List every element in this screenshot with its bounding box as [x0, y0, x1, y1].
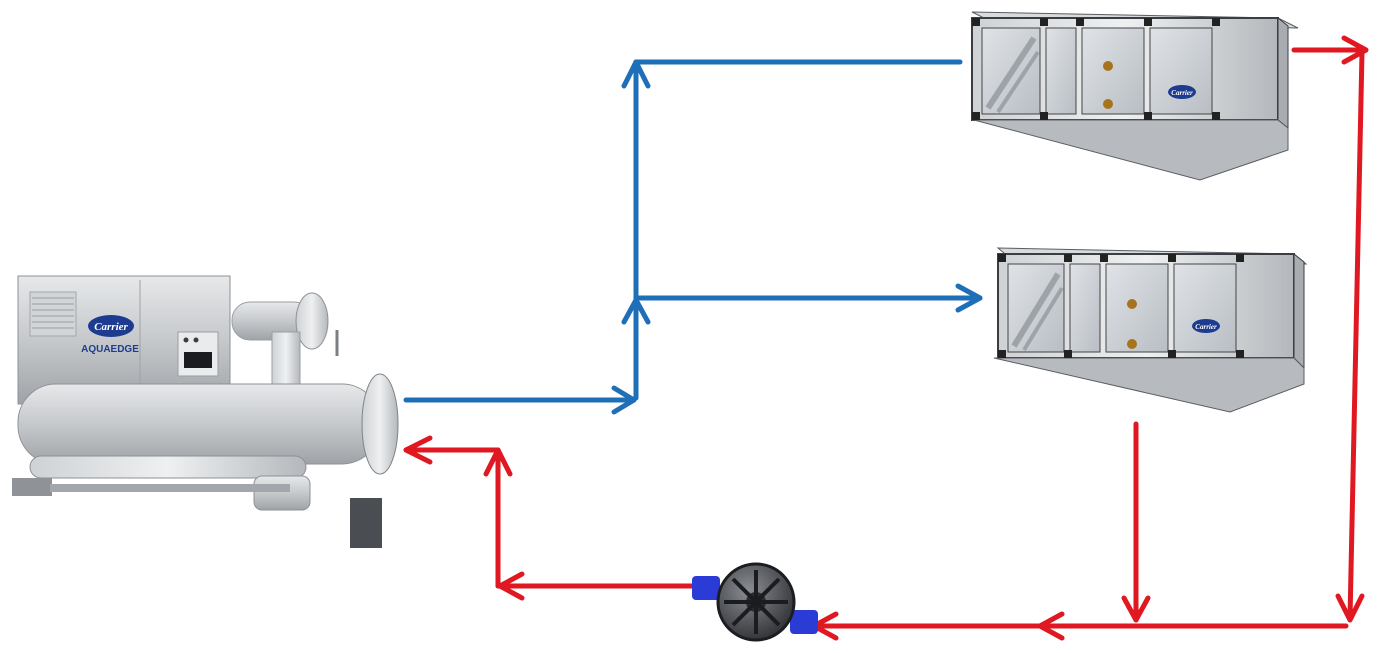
- return-arrowhead-left: [1037, 611, 1065, 641]
- return-arrowhead-down: [1121, 595, 1151, 623]
- chiller-display: [184, 352, 212, 368]
- supply-arrowhead-up: [621, 297, 651, 325]
- chiller-model: AQUAEDGE: [81, 344, 139, 355]
- ahu-logo-badge: [1168, 85, 1196, 99]
- ahu-corner: [1236, 350, 1244, 358]
- chiller-button: [183, 337, 189, 343]
- return-water-lines: [403, 35, 1369, 641]
- ahu-corner: [1144, 112, 1152, 120]
- ahu-corner: [1100, 254, 1108, 262]
- chiller-rail: [50, 484, 290, 492]
- ahu-window: [1173, 263, 1237, 353]
- pump-outlet-connector: [790, 610, 818, 634]
- chiller-shell: [17, 383, 381, 465]
- return-arrowhead-down: [1335, 593, 1365, 623]
- ahu-corner: [998, 350, 1006, 358]
- ahu-corner: [1212, 18, 1220, 26]
- chiller-base: [12, 478, 52, 496]
- ahu-fitting: [1103, 61, 1113, 71]
- chiller-icon: Carrier AQUAEDGE: [12, 275, 399, 548]
- ahu-window: [1149, 27, 1213, 115]
- ahu-side: [1293, 252, 1305, 370]
- chiller-lower-connector: [253, 475, 311, 511]
- ahu-fitting: [1127, 299, 1137, 309]
- ahu-corner: [1168, 350, 1176, 358]
- chiller-suction-flange: [295, 292, 329, 350]
- return-arrowhead-left: [403, 435, 433, 465]
- ahu-coil: [1011, 272, 1061, 348]
- ahu-corner: [1168, 254, 1176, 262]
- pump-inlet-connector: [692, 576, 720, 600]
- ahu-logo: Carrier: [1195, 323, 1217, 331]
- ahu-logo-badge: [1192, 319, 1220, 333]
- ahu-fitting: [1127, 339, 1137, 349]
- ahu-corner: [1064, 350, 1072, 358]
- return-arrowhead-right: [1341, 35, 1369, 65]
- ahu-fitting: [1103, 99, 1113, 109]
- ahu-window: [1069, 263, 1101, 353]
- ahu-corner: [1040, 18, 1048, 26]
- chiller-end-cap: [361, 373, 399, 475]
- ahu-base: [972, 119, 1289, 181]
- ahu-corner: [1076, 18, 1084, 26]
- ahu-corner: [1144, 18, 1152, 26]
- ahu-window: [1045, 27, 1077, 115]
- ahu-corner: [1212, 112, 1220, 120]
- ahu-side: [1277, 16, 1289, 130]
- chiller-lower-tube: [29, 455, 307, 479]
- chiller-vent: [29, 291, 77, 337]
- chiller-leg: [350, 498, 382, 548]
- chiller-riser: [271, 331, 301, 385]
- chiller-logo-badge: [88, 315, 134, 337]
- supply-arrowhead-up: [621, 59, 651, 89]
- return-riser-right: [1347, 49, 1365, 621]
- supply-arrowhead-right: [611, 385, 637, 415]
- air-handler-icon: Carrier: [993, 247, 1308, 413]
- chiller-logo: Carrier: [94, 321, 128, 333]
- ahu-corner: [972, 18, 980, 26]
- chiller-button: [193, 337, 199, 343]
- ahu-base: [993, 357, 1305, 413]
- ahu-corner: [1040, 112, 1048, 120]
- ahu-coil: [985, 36, 1037, 110]
- ahu-window: [1105, 263, 1169, 353]
- ahu-corner: [998, 254, 1006, 262]
- ahu-corner: [972, 112, 980, 120]
- supply-water-lines: [403, 59, 983, 415]
- chiller-vent-slats: [32, 297, 74, 329]
- ahu-corner: [1064, 254, 1072, 262]
- ahu-coil: [996, 50, 1040, 114]
- ahu-coil: [1022, 286, 1064, 352]
- air-handler-icon: Carrier: [971, 11, 1299, 181]
- pump-icon: [692, 562, 818, 642]
- ahu-window: [1081, 27, 1145, 115]
- ahu-logo: Carrier: [1171, 89, 1193, 97]
- pump-impeller-blades: [724, 570, 788, 634]
- supply-arrowhead-right: [955, 283, 983, 313]
- ahu-corner: [1236, 254, 1244, 262]
